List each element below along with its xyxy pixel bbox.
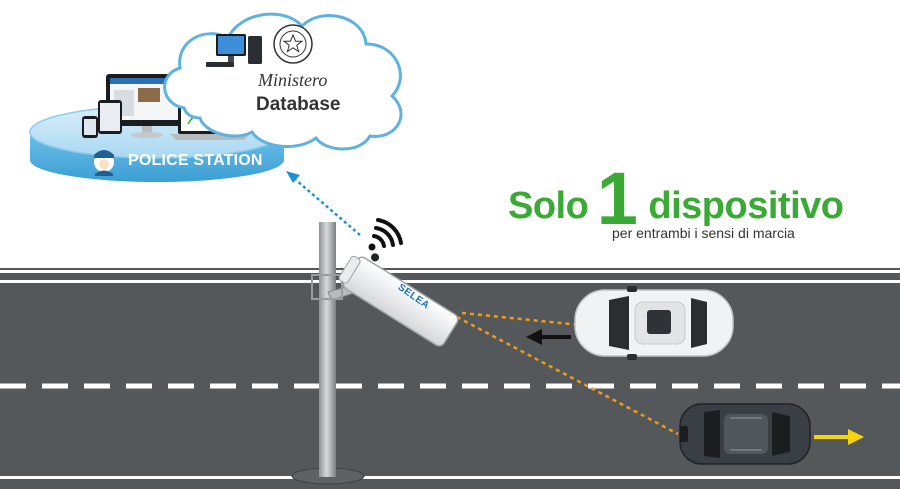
headline-number: 1 [596, 157, 638, 240]
emblem-icon [273, 24, 313, 64]
car-icon [679, 403, 811, 465]
direction-arrow-left [526, 329, 571, 345]
wifi-icon [368, 218, 403, 251]
headline-subtitle: per entrambi i sensi di marcia [612, 225, 795, 241]
desktop-pc-icon [206, 34, 262, 67]
road-edge-line-bottom [0, 476, 900, 479]
road-edge-line-top-inner [0, 280, 900, 283]
pole [291, 222, 377, 485]
road [0, 268, 900, 489]
car-icon [574, 286, 734, 360]
smartphone-icon [82, 116, 98, 138]
headline-word-dispositivo: dispositivo [648, 185, 844, 227]
tablet-icon [98, 100, 122, 134]
uplink-arrow [286, 171, 361, 236]
detection-beams [456, 311, 679, 436]
road-edge-line-top [0, 270, 900, 273]
headline: Solo 1 dispositivo [508, 150, 844, 240]
headline-word-solo: Solo [508, 185, 589, 227]
database-label: Database [256, 94, 341, 115]
direction-arrow-right [814, 429, 864, 445]
police-officer-icon [94, 150, 114, 176]
ministero-label: Ministero [258, 70, 328, 90]
camera-icon [338, 253, 459, 347]
police-station-label: POLICE STATION [128, 152, 263, 169]
